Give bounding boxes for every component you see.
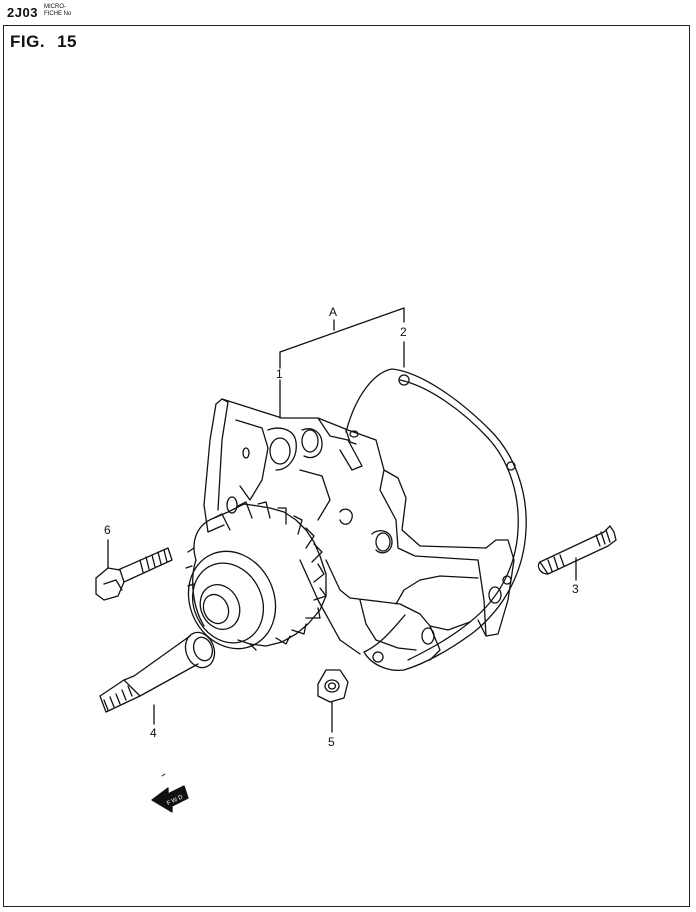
microfiche-line-2: FICHE No [44,11,72,17]
part-6-bolt: 6 [95,523,173,601]
callout-4: 4 [150,726,157,740]
part-4-stud: 4 [99,631,216,740]
page-code: 2J03 [7,5,38,20]
microfiche-line-1: MICRO- [44,4,66,10]
figure-frame [3,25,690,907]
fwd-arrow-icon: F W D [151,773,189,813]
figure-label: FIG. [10,32,46,51]
gasket [345,368,527,672]
callout-A: A [329,305,337,319]
callout-2: 2 [400,325,407,339]
callout-6: 6 [104,523,111,537]
water-pump-body [203,398,515,661]
page-header: 2J03 MICRO- FICHE No [0,0,696,26]
part-5-nut: 5 [317,669,349,749]
figure-number: 15 [57,32,77,51]
callout-3: 3 [572,582,579,596]
pump-sprocket [185,501,327,651]
callout-1: 1 [276,367,283,381]
assembly-bracket: A 2 1 [276,305,407,419]
figure-title: FIG. 15 [10,32,77,52]
callout-5: 5 [328,735,335,749]
microfiche-label: MICRO- FICHE No [44,4,71,18]
part-3-stud: 3 [537,525,617,596]
